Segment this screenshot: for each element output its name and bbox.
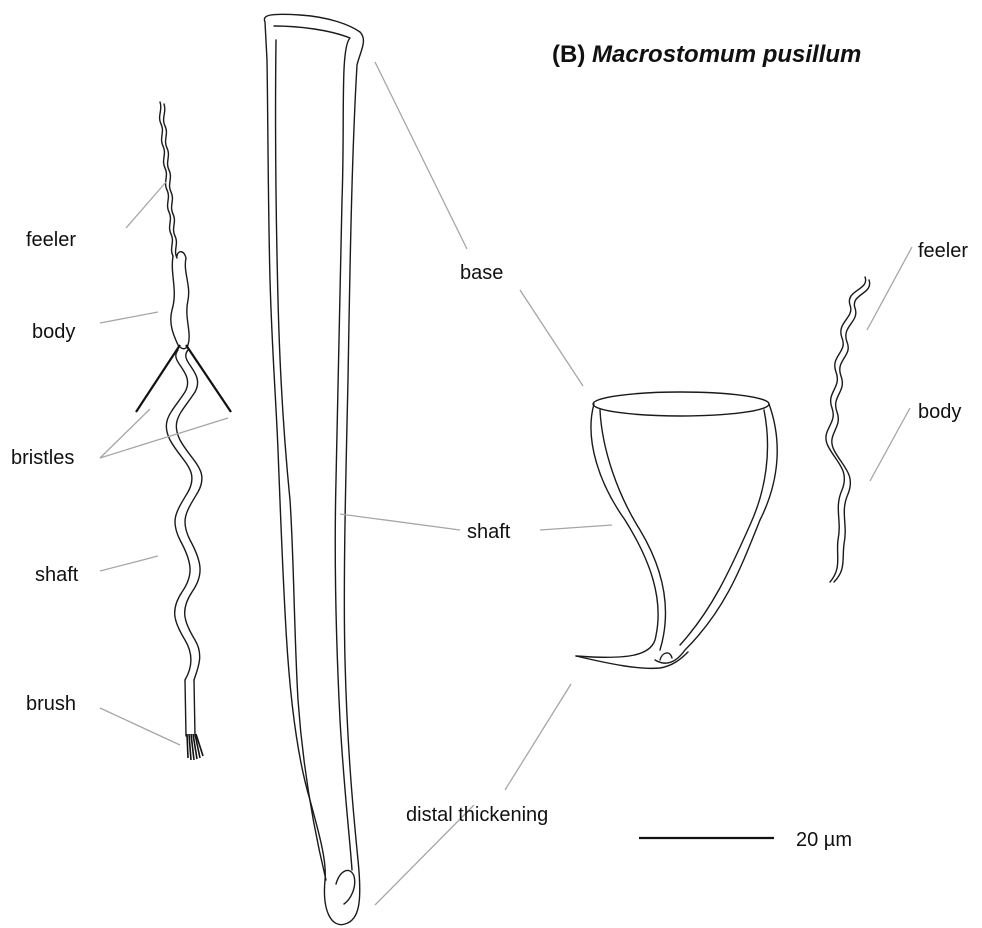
label-right-body: body: [918, 402, 961, 422]
sperm-feeler: [160, 102, 173, 256]
leader-lines: [100, 62, 912, 905]
label-brush: brush: [26, 694, 76, 714]
stylet-long-drawing: [264, 14, 363, 924]
figure-panel-letter: (B): [552, 41, 585, 68]
bristle-left: [136, 345, 180, 412]
sperm-shaft: [166, 350, 192, 680]
label-left-body: body: [32, 322, 75, 342]
label-bristles: bristles: [11, 448, 74, 468]
label-mid-shaft: shaft: [467, 522, 510, 542]
sperm-brush: [187, 734, 203, 760]
label-left-shaft: shaft: [35, 565, 78, 585]
bristle-right: [186, 345, 231, 412]
label-distal-thickening: distal thickening: [406, 805, 548, 825]
stylet-short-drawing: [576, 392, 777, 668]
label-base: base: [460, 263, 503, 283]
scale-bar-label: 20 µm: [796, 830, 852, 850]
label-right-feeler: feeler: [918, 241, 968, 261]
sperm-body: [171, 252, 189, 349]
sperm-short-drawing: [826, 277, 870, 582]
species-name: Macrostomum pusillum: [592, 41, 861, 68]
label-left-feeler: feeler: [26, 230, 76, 250]
figure-title: (B) Macrostomum pusillum: [552, 43, 861, 67]
